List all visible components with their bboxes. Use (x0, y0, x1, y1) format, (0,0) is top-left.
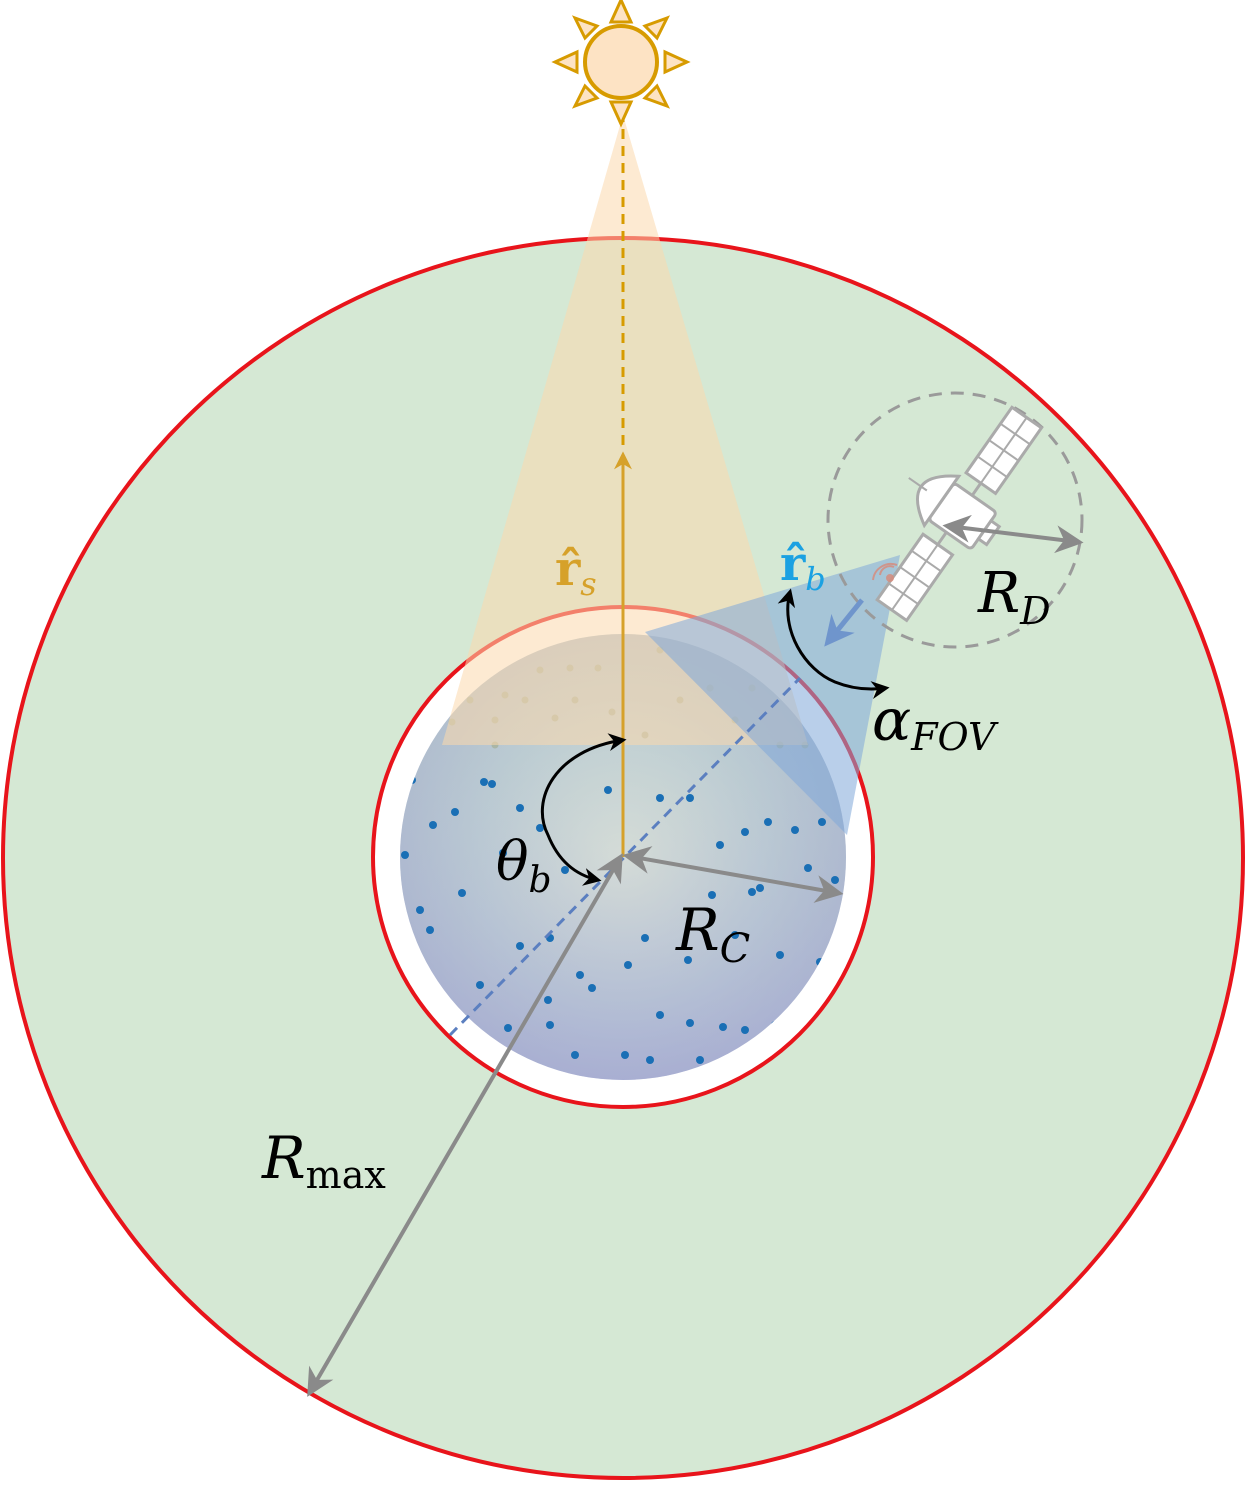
alpha-fov-label: αFOV (872, 686, 999, 759)
r-d-label: RD (977, 561, 1051, 633)
signal-icon (872, 562, 898, 582)
sun-illumination-cone (442, 115, 808, 745)
boresight-line (448, 676, 802, 1037)
r-d-dimension-arrow (942, 514, 1084, 554)
r-max-dimension-arrow (307, 853, 623, 1397)
sun-icon (551, 0, 691, 128)
r-max-label: Rmax (261, 1124, 386, 1197)
theta-b-angle-arc (540, 733, 627, 886)
r-c-dimension-arrow (622, 846, 844, 903)
r-b-hat-label: r̂b (780, 536, 826, 598)
r-s-hat-label: r̂s (555, 541, 597, 603)
r-c-label: RC (675, 896, 750, 972)
alpha-fov-angle-arc (777, 588, 890, 699)
theta-b-label: θb (496, 830, 552, 901)
